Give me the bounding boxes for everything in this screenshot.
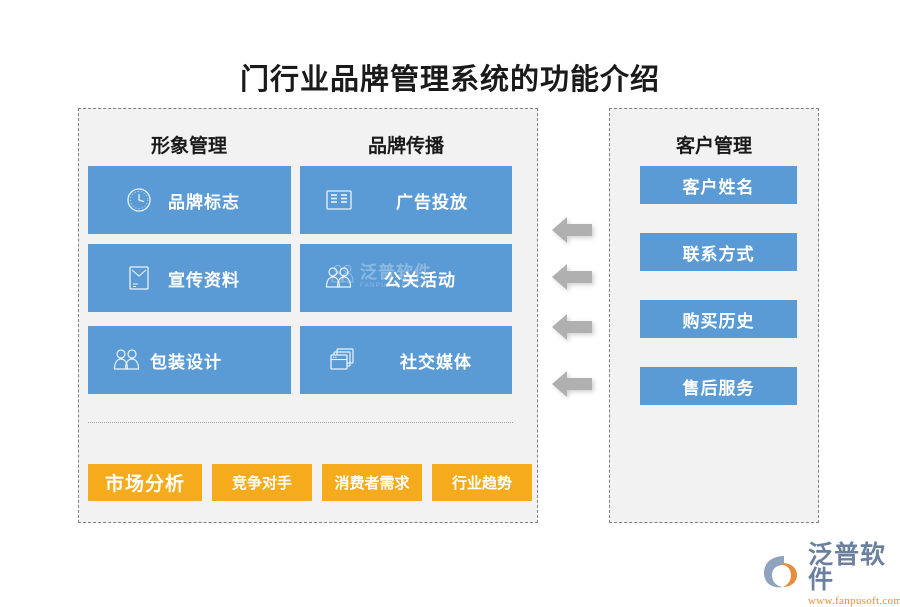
tile-contact-info[interactable]: 联系方式 — [640, 233, 797, 271]
arrow-left-icon — [552, 261, 592, 293]
tile-brand-logo[interactable]: 品牌标志 — [88, 166, 291, 234]
tile-consumer-demand[interactable]: 消费者需求 — [322, 464, 422, 501]
tile-label: 广告投放 — [396, 192, 468, 212]
customer-panel: 客户管理 客户姓名 联系方式 购买历史 售后服务 — [609, 108, 819, 523]
clock-icon — [124, 185, 154, 215]
tile-customer-name[interactable]: 客户姓名 — [640, 166, 797, 204]
brand-logo: 泛普软件 www.fanpusoft.com — [758, 543, 900, 607]
brand-panel: 形象管理 品牌传播 品牌标志 宣传资料 — [78, 108, 538, 523]
tile-industry-trends[interactable]: 行业趋势 — [432, 464, 532, 501]
arrow-left-icon — [552, 368, 592, 400]
tile-competitors[interactable]: 竞争对手 — [212, 464, 312, 501]
tile-packaging-design[interactable]: 包装设计 — [88, 326, 291, 394]
arrow-left-icon — [552, 214, 592, 246]
tile-advertising[interactable]: 广告投放 — [300, 166, 512, 234]
tile-after-sales-service[interactable]: 售后服务 — [640, 367, 797, 405]
tile-label: 包装设计 — [150, 352, 222, 372]
column-header-image-management: 形象管理 — [150, 136, 227, 157]
column-header-brand-communication: 品牌传播 — [367, 136, 444, 157]
tile-label: 品牌标志 — [168, 192, 240, 212]
tile-purchase-history[interactable]: 购买历史 — [640, 300, 797, 338]
billboard-list-icon — [324, 185, 354, 215]
tile-social-media[interactable]: 社交媒体 — [300, 326, 512, 394]
fanpu-logo-icon — [758, 553, 802, 598]
logo-url: www.fanpusoft.com — [808, 595, 900, 607]
document-envelope-icon — [124, 263, 154, 293]
column-header-customer-management: 客户管理 — [675, 136, 752, 157]
tile-market-analysis[interactable]: 市场分析 — [88, 464, 202, 501]
tile-promotional-materials[interactable]: 宣传资料 — [88, 244, 291, 312]
arrow-left-icon — [552, 311, 592, 343]
logo-text-cn: 泛普软件 — [808, 542, 887, 594]
section-divider — [88, 422, 513, 423]
tile-label: 公关活动 — [384, 270, 456, 290]
tile-label: 宣传资料 — [168, 270, 240, 290]
page-title: 门行业品牌管理系统的功能介绍 — [239, 64, 660, 96]
stacked-windows-icon — [328, 345, 358, 375]
people-group-icon — [112, 345, 142, 375]
tile-public-relations[interactable]: 公关活动 — [300, 244, 512, 312]
tile-label: 社交媒体 — [400, 352, 472, 372]
people-group-icon — [324, 263, 354, 293]
